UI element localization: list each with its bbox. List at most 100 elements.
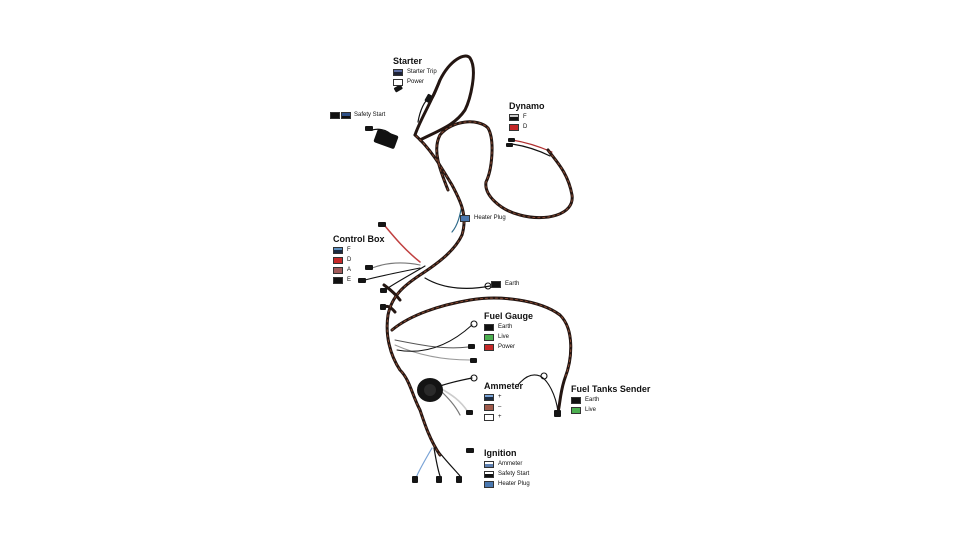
connector-left-1 [380,304,386,310]
harness-tracer-dynamo [436,121,573,219]
harness-dynamo-loop [435,120,574,220]
legend-row: + [484,393,523,402]
legend-title: Control Box [333,234,385,244]
legend-label: D [347,257,352,263]
legend-row: Ammeter [484,460,530,469]
label-text: Earth [505,281,520,287]
wire-ammeter-3 [439,377,473,387]
legend-title: Dynamo [509,101,545,111]
legend-label: A [347,267,352,273]
legend-row: A [333,266,385,275]
wire-earth [424,277,491,289]
legend-row: D [509,123,545,132]
connector-starter-power [424,93,433,103]
legend-label: D [523,124,528,130]
wire-color-swatch [571,407,581,414]
legend-row: Power [484,343,533,352]
legend-title: Ignition [484,448,517,458]
connector-ignition-3 [456,476,462,483]
legend-label: Live [498,334,510,340]
wire-color-swatch [484,481,494,488]
connector-control-3 [358,278,366,283]
connector-dynamo-d [506,143,513,147]
wire-color-swatch [333,277,343,284]
legend-label: Power [407,79,425,85]
wire-color-swatch [484,344,494,351]
wire-control-3 [364,267,421,281]
connector-ignition-side [466,448,474,453]
legend-row: F [333,246,385,255]
connector-dynamo-f [508,138,515,142]
legend-row: + [484,413,523,422]
wire-color-swatch [393,79,403,86]
ring-terminal-ammeter [470,374,478,382]
legend-row: Power [393,78,437,87]
connector-ignition-1 [412,476,418,483]
wire-color-swatch [484,461,494,468]
legend-label: E [347,277,352,283]
legend-row: Earth [484,323,533,332]
swatch-heater-plug [460,215,470,222]
connector-safety-start [365,126,373,131]
legend-label: Power [498,344,516,350]
harness-main-trunk [385,133,466,457]
swatch-earth [491,281,501,288]
connector-control-2 [365,265,373,270]
legend-label: – [498,404,502,410]
legend-title: Fuel Gauge [484,311,534,321]
legend-label: + [498,414,502,420]
legend-row: Safety Start [484,470,530,479]
legend-title: Starter [393,56,423,66]
harness-left-branch [382,283,402,302]
legend-row: Live [484,333,533,342]
legend-title: Ammeter [484,381,524,391]
harness-right-branch [390,296,573,414]
harness-starter-drop [428,78,442,102]
label-text: Safety Start [354,112,386,118]
connector-control-1 [378,222,386,227]
legend-row: Heater Plug [484,480,530,489]
connector-ammeter-1 [466,410,473,415]
wire-color-swatch [484,471,494,478]
wire-color-swatch [333,247,343,254]
wire-color-swatch [509,114,519,121]
legend-label: Live [585,407,597,413]
legend-row: E [333,276,385,285]
wire-fuel-1 [394,339,469,349]
wire-color-swatch [484,324,494,331]
connector-starter-trip [393,84,403,93]
wire-color-swatch [393,69,403,76]
legend-label: Ammeter [498,461,523,467]
wire-fuel-3 [396,324,473,352]
wire-sender-1 [539,375,559,413]
wire-fuel-2 [394,344,471,361]
legend-row: Starter Trip [393,68,437,77]
wire-color-swatch [484,394,494,401]
wire-dynamo-black [511,143,551,157]
label-earth: Earth [491,281,519,288]
harness-tracer-right [391,297,572,379]
wire-color-swatch [509,124,519,131]
wire-ammeter-1 [439,387,469,413]
legend-title: Fuel Tanks Sender [571,384,651,394]
ring-terminal-sender [540,372,548,380]
legend-row: F [509,113,545,122]
harness-tracer [386,134,465,456]
connector-fuel-1 [468,344,475,349]
label-safety-start: Safety Start [330,112,385,119]
wire-control-2 [371,262,421,269]
wire-color-swatch [484,334,494,341]
wire-sender-2 [517,374,541,386]
legend-label: F [523,114,527,120]
connector-fuel-2 [470,358,477,363]
legend-label: Safety Start [498,471,530,477]
legend-label: + [498,394,502,400]
